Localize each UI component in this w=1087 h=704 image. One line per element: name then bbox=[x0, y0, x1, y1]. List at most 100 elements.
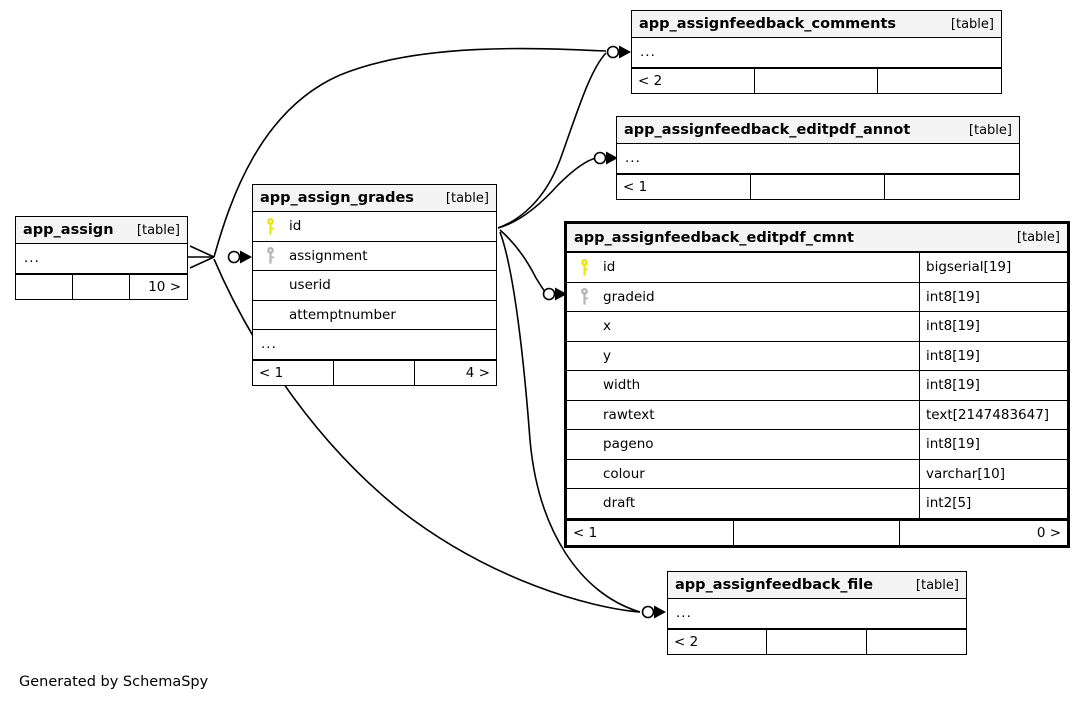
footer-parents-count: < 1 bbox=[567, 520, 734, 545]
column-name: id bbox=[603, 259, 616, 276]
column-name: ... bbox=[625, 150, 641, 167]
table-header-app-assignfeedback-comments: app_assignfeedback_comments [table] bbox=[632, 11, 1001, 38]
column-type: int8[19] bbox=[919, 371, 1067, 400]
table-app-assign-grades[interactable]: app_assign_grades [table] id assignment … bbox=[252, 184, 497, 386]
foreign-key-icon bbox=[259, 247, 281, 264]
table-title: app_assignfeedback_editpdf_cmnt bbox=[574, 229, 854, 246]
footer-children-count: 10 > bbox=[148, 278, 181, 295]
column-type: int2[5] bbox=[919, 489, 1067, 518]
column-name-cell: gradeid bbox=[567, 283, 919, 312]
table-type-tag: [table] bbox=[950, 16, 994, 32]
table-row[interactable]: rawtext text[2147483647] bbox=[567, 400, 1067, 430]
table-header-app-assign: app_assign [table] bbox=[16, 217, 187, 244]
primary-key-icon bbox=[573, 258, 595, 276]
table-footer-app-assign-grades: < 1 4 > bbox=[253, 359, 496, 385]
table-row[interactable]: width int8[19] bbox=[567, 371, 1067, 401]
table-row[interactable]: y int8[19] bbox=[567, 341, 1067, 371]
column-type: int8[19] bbox=[919, 282, 1067, 311]
table-title: app_assignfeedback_file bbox=[675, 577, 874, 593]
table-type-tag: [table] bbox=[445, 190, 489, 206]
table-row[interactable]: x int8[19] bbox=[567, 312, 1067, 342]
column-name: assignment bbox=[289, 247, 368, 264]
column-name: attemptnumber bbox=[289, 306, 396, 323]
column-name-cell: id bbox=[253, 212, 496, 241]
table-row[interactable]: id bbox=[253, 212, 496, 242]
table-row[interactable]: attemptnumber bbox=[253, 301, 496, 330]
edge-grades-to-cmnt bbox=[499, 229, 547, 294]
footer-middle bbox=[73, 274, 130, 299]
footer-children-count: 0 > bbox=[1036, 524, 1062, 541]
column-name-cell: rawtext bbox=[567, 401, 919, 430]
table-type-tag: [table] bbox=[915, 577, 959, 593]
table-row[interactable]: pageno int8[19] bbox=[567, 430, 1067, 460]
table-row[interactable]: colour varchar[10] bbox=[567, 459, 1067, 489]
table-app-assignfeedback-file[interactable]: app_assignfeedback_file [table] ... < 2 bbox=[667, 571, 967, 655]
column-name: x bbox=[603, 318, 611, 335]
table-row[interactable]: ... bbox=[668, 599, 966, 629]
column-name: ... bbox=[24, 250, 40, 267]
footer-children-count bbox=[867, 630, 966, 654]
table-app-assignfeedback-comments[interactable]: app_assignfeedback_comments [table] ... … bbox=[631, 10, 1002, 94]
table-app-assignfeedback-editpdf-cmnt[interactable]: app_assignfeedback_editpdf_cmnt [table] … bbox=[564, 221, 1070, 548]
table-row[interactable]: ... bbox=[253, 330, 496, 360]
column-name: y bbox=[603, 347, 611, 364]
column-name-cell: colour bbox=[567, 460, 919, 489]
table-title: app_assign bbox=[23, 222, 114, 238]
footer-middle bbox=[751, 174, 885, 199]
table-header-app-assignfeedback-file: app_assignfeedback_file [table] bbox=[668, 572, 966, 599]
column-name: ... bbox=[261, 336, 277, 353]
table-row[interactable]: ... bbox=[632, 38, 1001, 68]
table-footer-app-assign: 10 > bbox=[16, 273, 187, 299]
column-type: varchar[10] bbox=[919, 459, 1067, 488]
column-name-cell: ... bbox=[253, 330, 496, 359]
column-name-cell: draft bbox=[567, 489, 919, 518]
column-type: int8[19] bbox=[919, 312, 1067, 341]
column-name-cell: ... bbox=[632, 38, 1001, 67]
arrowhead-file bbox=[654, 605, 666, 619]
column-name: pageno bbox=[603, 436, 654, 453]
table-row[interactable]: assignment bbox=[253, 242, 496, 271]
generator-credit: Generated by SchemaSpy bbox=[19, 674, 209, 690]
arrowhead-comments bbox=[619, 45, 631, 59]
column-name-cell: x bbox=[567, 312, 919, 341]
table-app-assignfeedback-editpdf-annot[interactable]: app_assignfeedback_editpdf_annot [table]… bbox=[616, 116, 1020, 200]
cardinality-zero-grades bbox=[227, 250, 241, 264]
table-title: app_assignfeedback_comments bbox=[639, 16, 897, 32]
column-type: bigserial[19] bbox=[919, 253, 1067, 282]
table-row[interactable]: id bigserial[19] bbox=[567, 253, 1067, 283]
table-row[interactable]: ... bbox=[617, 144, 1019, 174]
footer-middle bbox=[334, 360, 415, 385]
footer-children-count bbox=[878, 69, 1001, 93]
table-row[interactable]: userid bbox=[253, 271, 496, 301]
edge-grades-to-annot bbox=[497, 157, 597, 229]
cardinality-zero-cmnt bbox=[542, 287, 556, 301]
footer-parents-count: < 2 bbox=[668, 629, 768, 654]
table-footer-app-assignfeedback-comments: < 2 bbox=[632, 67, 1001, 93]
column-name: draft bbox=[603, 495, 636, 512]
column-name: id bbox=[289, 218, 302, 235]
cardinality-zero-comments bbox=[606, 45, 620, 59]
table-row[interactable]: gradeid int8[19] bbox=[567, 282, 1067, 312]
crowsfoot-assign bbox=[189, 245, 215, 269]
footer-parents-count bbox=[16, 274, 73, 299]
primary-key-icon bbox=[259, 217, 281, 235]
column-name: ... bbox=[640, 44, 656, 61]
column-name: colour bbox=[603, 465, 645, 482]
footer-middle bbox=[767, 629, 867, 654]
column-name: gradeid bbox=[603, 288, 655, 305]
table-row[interactable]: draft int2[5] bbox=[567, 489, 1067, 519]
table-type-tag: [table] bbox=[968, 122, 1012, 138]
edge-grades-to-comments bbox=[497, 52, 607, 229]
footer-children-count: 4 > bbox=[465, 364, 490, 381]
column-name: width bbox=[603, 377, 641, 394]
table-app-assign[interactable]: app_assign [table] ... 10 > bbox=[15, 216, 188, 300]
footer-parents-count: < 1 bbox=[253, 360, 334, 385]
table-row[interactable]: ... bbox=[16, 244, 187, 274]
column-name-cell: pageno bbox=[567, 430, 919, 459]
table-footer-app-assignfeedback-file: < 2 bbox=[668, 628, 966, 654]
table-header-app-assignfeedback-editpdf-annot: app_assignfeedback_editpdf_annot [table] bbox=[617, 117, 1019, 144]
arrowhead-grades bbox=[240, 250, 252, 264]
column-name: rawtext bbox=[603, 406, 655, 423]
table-title: app_assign_grades bbox=[260, 190, 414, 206]
